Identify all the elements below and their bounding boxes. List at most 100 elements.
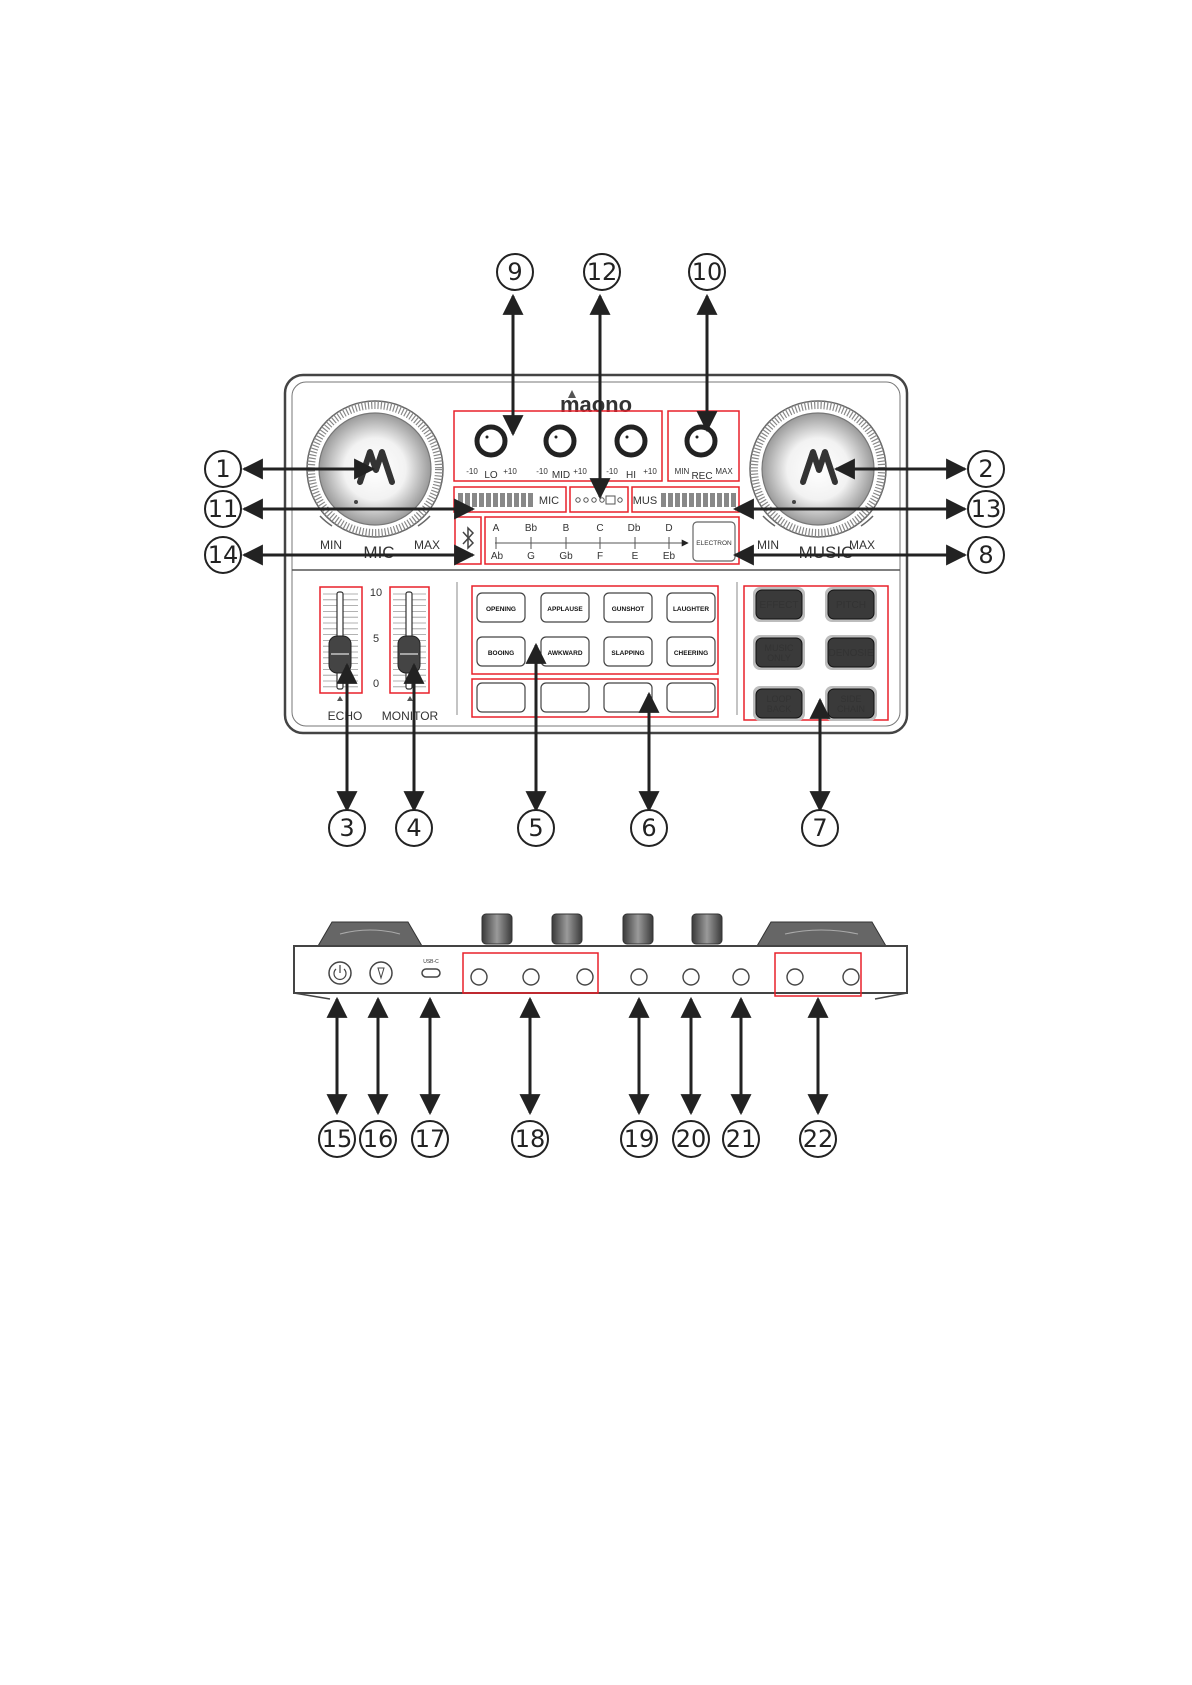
effect-button[interactable] (755, 688, 803, 719)
callout-number: 6 (641, 814, 656, 842)
rear-jack-5[interactable] (682, 968, 700, 986)
custom-pads-highlight (471, 678, 719, 718)
meter-segment (696, 493, 701, 507)
eq-mid-label: MID (552, 470, 570, 481)
effect-button-label: CHAIN (837, 704, 865, 714)
rear-knob-1 (481, 913, 513, 945)
callout-number: 17 (415, 1125, 446, 1153)
callout-number: 12 (587, 258, 618, 286)
echo-label: ECHO (328, 709, 363, 723)
usb-c-port[interactable] (421, 968, 441, 978)
effect-button-label: PITCH (836, 600, 866, 611)
meter-segment (493, 493, 498, 507)
callout-circle (967, 490, 1005, 528)
eq-knob-lo[interactable] (474, 424, 508, 458)
sound-pad[interactable] (666, 592, 716, 623)
mus-level-meter (661, 493, 736, 507)
phantom-icon (377, 967, 385, 980)
rec-knob-label: REC (691, 471, 712, 482)
mic-min-label: MIN (320, 538, 342, 552)
callout-circle (517, 809, 555, 847)
monitor-label: MONITOR (382, 709, 439, 723)
rear-jack-7[interactable] (786, 968, 804, 986)
mus-meter-label: MUS (633, 495, 657, 507)
callout-circle (318, 1120, 356, 1158)
effect-button-label: SIDE (840, 694, 861, 704)
rec-min-label: MIN (675, 467, 690, 476)
key-top-2: B (563, 523, 570, 534)
callout-number: 13 (971, 495, 1002, 523)
effect-button[interactable] (755, 589, 803, 620)
custom-pad-1[interactable] (476, 682, 526, 713)
sound-pads-highlight (471, 585, 719, 675)
key-bottom-5: Eb (663, 551, 676, 562)
sound-pad[interactable] (603, 636, 653, 667)
mic-max-label: MAX (414, 538, 440, 552)
callout-number: 2 (978, 455, 993, 483)
usb-c-label: USB-C (423, 959, 439, 965)
rear-knob-4 (691, 913, 723, 945)
key-ticks (495, 537, 670, 549)
meter-segment (465, 493, 470, 507)
custom-pad-2[interactable] (540, 682, 590, 713)
rear-jack-4[interactable] (630, 968, 648, 986)
sound-pad[interactable] (476, 636, 526, 667)
key-selector-highlight (484, 516, 740, 565)
eq-mid-plus: +10 (573, 467, 587, 476)
electron-button[interactable] (692, 521, 736, 562)
effect-button-label: DENOSIE (828, 648, 873, 659)
effect-button-label: ONLY (767, 653, 791, 663)
key-bottom-2: Gb (559, 551, 573, 562)
callout-number: 1 (215, 455, 230, 483)
effect-button[interactable] (755, 637, 803, 668)
callout-number: 8 (978, 541, 993, 569)
effect-button[interactable] (827, 637, 875, 668)
sound-pad[interactable] (476, 592, 526, 623)
custom-pad-4[interactable] (666, 682, 716, 713)
meter-segment (689, 493, 694, 507)
rec-knob[interactable] (684, 424, 718, 458)
fader-scale-10: 10 (370, 587, 382, 599)
bluetooth-icon (462, 526, 475, 550)
sound-pad[interactable] (540, 592, 590, 623)
callout-circle (620, 1120, 658, 1158)
rear-jack-6[interactable] (732, 968, 750, 986)
fader-scale-5: 5 (373, 633, 379, 645)
callout-number: 11 (208, 495, 239, 523)
music-knob[interactable] (749, 400, 887, 538)
eq-knob-hi[interactable] (614, 424, 648, 458)
meter-segment (724, 493, 729, 507)
eq-lo-plus: +10 (503, 467, 517, 476)
eq-lo-label: LO (484, 470, 498, 481)
callout-circle (583, 253, 621, 291)
meter-segment (675, 493, 680, 507)
rear-jack-3[interactable] (576, 968, 594, 986)
meter-segment (661, 493, 666, 507)
sound-pad[interactable] (603, 592, 653, 623)
rear-jack-8[interactable] (842, 968, 860, 986)
eq-knob-mid[interactable] (543, 424, 577, 458)
effect-button[interactable] (827, 589, 875, 620)
meter-segment (668, 493, 673, 507)
meter-segment (717, 493, 722, 507)
mic-knob-label: MIC (363, 543, 394, 562)
meter-segment (486, 493, 491, 507)
rear-jack-1[interactable] (470, 968, 488, 986)
custom-pad-3[interactable] (603, 682, 653, 713)
sound-pad[interactable] (666, 636, 716, 667)
callout-number: 3 (339, 814, 354, 842)
eq-lo-minus: -10 (466, 467, 478, 476)
rear-jack-2[interactable] (522, 968, 540, 986)
meter-segment (521, 493, 526, 507)
sound-pad-label: AWKWARD (547, 650, 582, 657)
music-knob-label: MUSIC (799, 543, 854, 562)
callout-circle (411, 1120, 449, 1158)
phantom-power-button[interactable] (369, 961, 393, 985)
meter-segment (703, 493, 708, 507)
effect-button-label: LOOP (766, 694, 791, 704)
callout-circle (359, 1120, 397, 1158)
power-icon (333, 965, 347, 980)
callout-number: 16 (363, 1125, 394, 1153)
